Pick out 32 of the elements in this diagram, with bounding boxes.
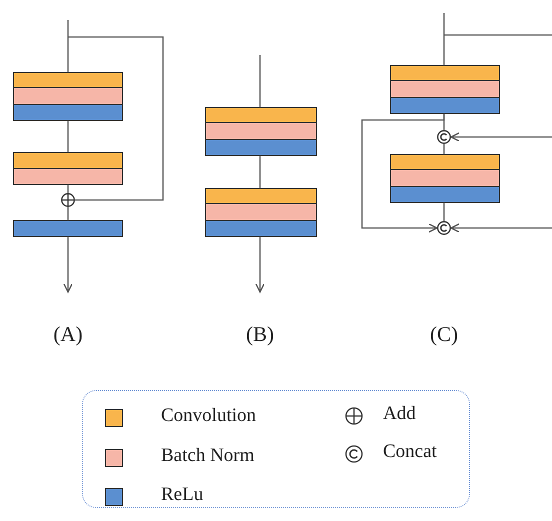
concat-operator — [437, 130, 451, 144]
connector — [63, 237, 73, 293]
legend-label: Add — [383, 403, 416, 425]
layer-stack — [13, 220, 123, 237]
concat-operator — [437, 221, 451, 235]
layer-stack — [390, 154, 500, 203]
panel-label: (C) — [430, 322, 458, 347]
layer-stack — [205, 107, 317, 156]
connector — [443, 13, 445, 65]
connector — [68, 36, 164, 201]
connector — [443, 203, 445, 221]
connector — [361, 114, 445, 233]
connector — [450, 223, 552, 233]
legend-label: Batch Norm — [161, 445, 254, 467]
connector — [259, 156, 261, 188]
add-operator — [61, 193, 75, 207]
connector — [67, 20, 69, 72]
connector — [443, 144, 445, 154]
connector — [255, 237, 265, 293]
legend-label: ReLu — [161, 484, 204, 506]
connector — [67, 121, 69, 152]
connector — [443, 34, 552, 142]
layer-stack — [205, 188, 317, 237]
legend-label: Convolution — [161, 405, 256, 427]
legend-label: Concat — [383, 441, 437, 463]
layer-stack — [390, 65, 500, 114]
panel-label: (A) — [53, 322, 83, 347]
connector — [259, 55, 261, 107]
layer-stack — [13, 72, 123, 121]
panel-label: (B) — [246, 322, 274, 347]
layer-stack — [13, 152, 123, 185]
connector — [67, 207, 69, 220]
